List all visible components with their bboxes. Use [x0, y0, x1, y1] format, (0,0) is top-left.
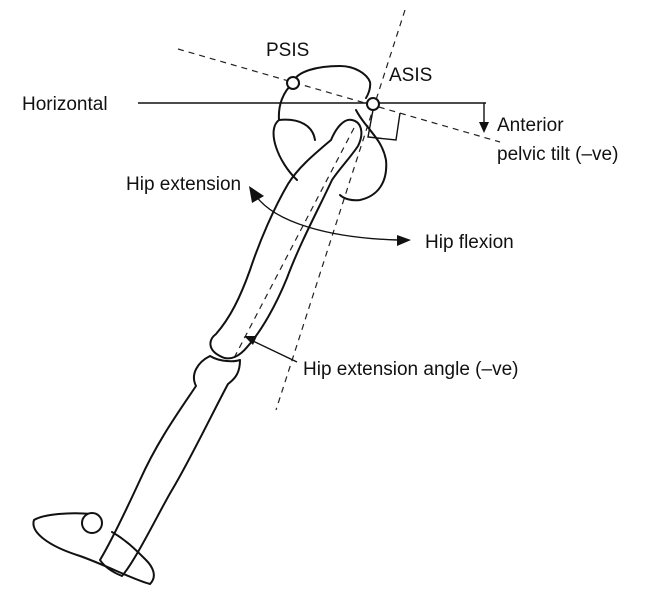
tilt-arrowhead-icon — [479, 122, 489, 133]
asis-landmark-icon — [367, 98, 379, 110]
right-angle-marker — [368, 110, 400, 140]
femur-bone — [210, 120, 361, 359]
anterior-pelvic-tilt-label-line1: Anterior — [497, 115, 564, 136]
ankle-joint-icon — [82, 513, 102, 533]
asis-label: ASIS — [389, 65, 432, 86]
anterior-pelvic-tilt-label-line2: pelvic tilt (–ve) — [497, 144, 618, 165]
acetabulum-outline — [340, 110, 386, 200]
tibia-bone — [100, 356, 240, 576]
psis-landmark-icon — [287, 77, 299, 89]
hip-extension-angle-pointer — [253, 341, 297, 362]
vertical-pelvic-axis-line — [276, 10, 405, 410]
hip-extension-angle-label: Hip extension angle (–ve) — [303, 359, 518, 380]
hip-extension-label: Hip extension — [126, 174, 241, 195]
horizontal-label: Horizontal — [22, 94, 108, 115]
psis-label: PSIS — [266, 40, 309, 61]
femoral-axis-line — [233, 128, 354, 360]
hip-flexion-label: Hip flexion — [425, 232, 514, 253]
hip-extension-arrowhead-icon — [249, 186, 264, 203]
hip-flexion-arrowhead-icon — [397, 235, 411, 246]
pelvic-tilt-line — [178, 49, 500, 142]
